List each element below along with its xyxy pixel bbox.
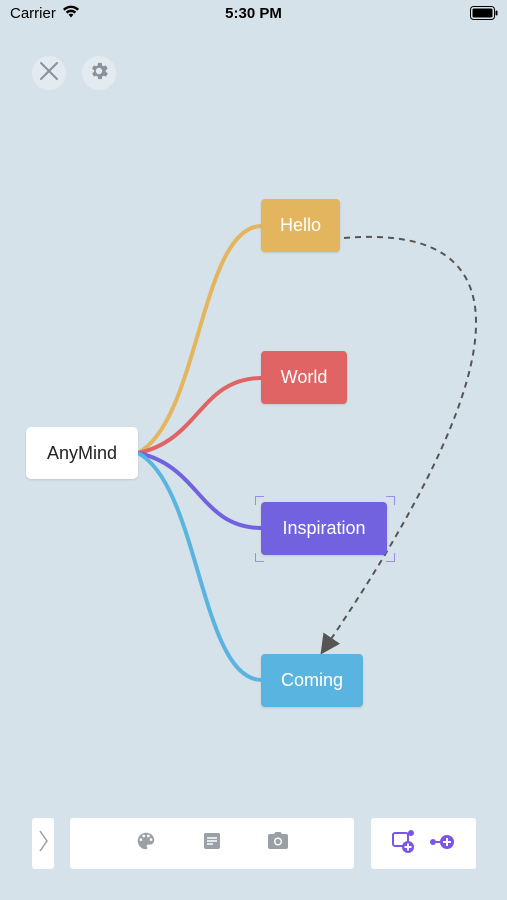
node-label: Coming — [280, 670, 344, 690]
add-subtopic-icon — [391, 829, 417, 860]
node-coming[interactable]: Coming — [261, 654, 363, 707]
add-sibling-button[interactable] — [428, 831, 456, 857]
camera-button[interactable] — [266, 831, 290, 855]
palette-icon — [135, 830, 157, 857]
add-sibling-icon — [428, 832, 456, 857]
root-node-label: AnyMind — [46, 442, 118, 463]
branch-coming — [137, 451, 263, 682]
chevron-right-icon — [37, 828, 49, 859]
camera-icon — [267, 831, 289, 856]
close-icon — [39, 61, 59, 86]
toolbar-toggle-button[interactable] — [32, 818, 54, 869]
style-toolbar — [70, 818, 354, 869]
carrier-area: Carrier — [10, 5, 80, 22]
node-label: Hello — [279, 215, 322, 235]
selection-handle[interactable] — [386, 496, 395, 505]
battery-icon — [470, 6, 499, 24]
node-world[interactable]: World — [261, 351, 347, 404]
note-button[interactable] — [200, 831, 224, 855]
node-label: World — [280, 367, 328, 387]
root-node[interactable]: AnyMind — [26, 427, 138, 479]
status-bar: Carrier 5:30 PM — [0, 0, 507, 28]
gear-icon — [88, 60, 110, 87]
branch-world — [137, 376, 263, 455]
settings-button[interactable] — [82, 56, 116, 90]
carrier-label: Carrier — [10, 5, 56, 22]
relation-line[interactable] — [320, 235, 477, 655]
add-toolbar — [371, 818, 476, 869]
selection-handle[interactable] — [255, 496, 264, 505]
selection-handle[interactable] — [386, 553, 395, 562]
close-button[interactable] — [32, 56, 66, 90]
node-inspiration[interactable]: Inspiration — [261, 502, 387, 555]
palette-button[interactable] — [134, 831, 158, 855]
branch-hello — [137, 224, 263, 455]
add-subtopic-button[interactable] — [390, 829, 418, 860]
selection-handle[interactable] — [255, 553, 264, 562]
status-time: 5:30 PM — [225, 5, 282, 22]
node-hello[interactable]: Hello — [261, 199, 340, 252]
node-label: Inspiration — [282, 518, 366, 538]
branch-inspiration — [137, 451, 263, 530]
wifi-icon — [62, 5, 80, 22]
note-icon — [202, 831, 222, 856]
